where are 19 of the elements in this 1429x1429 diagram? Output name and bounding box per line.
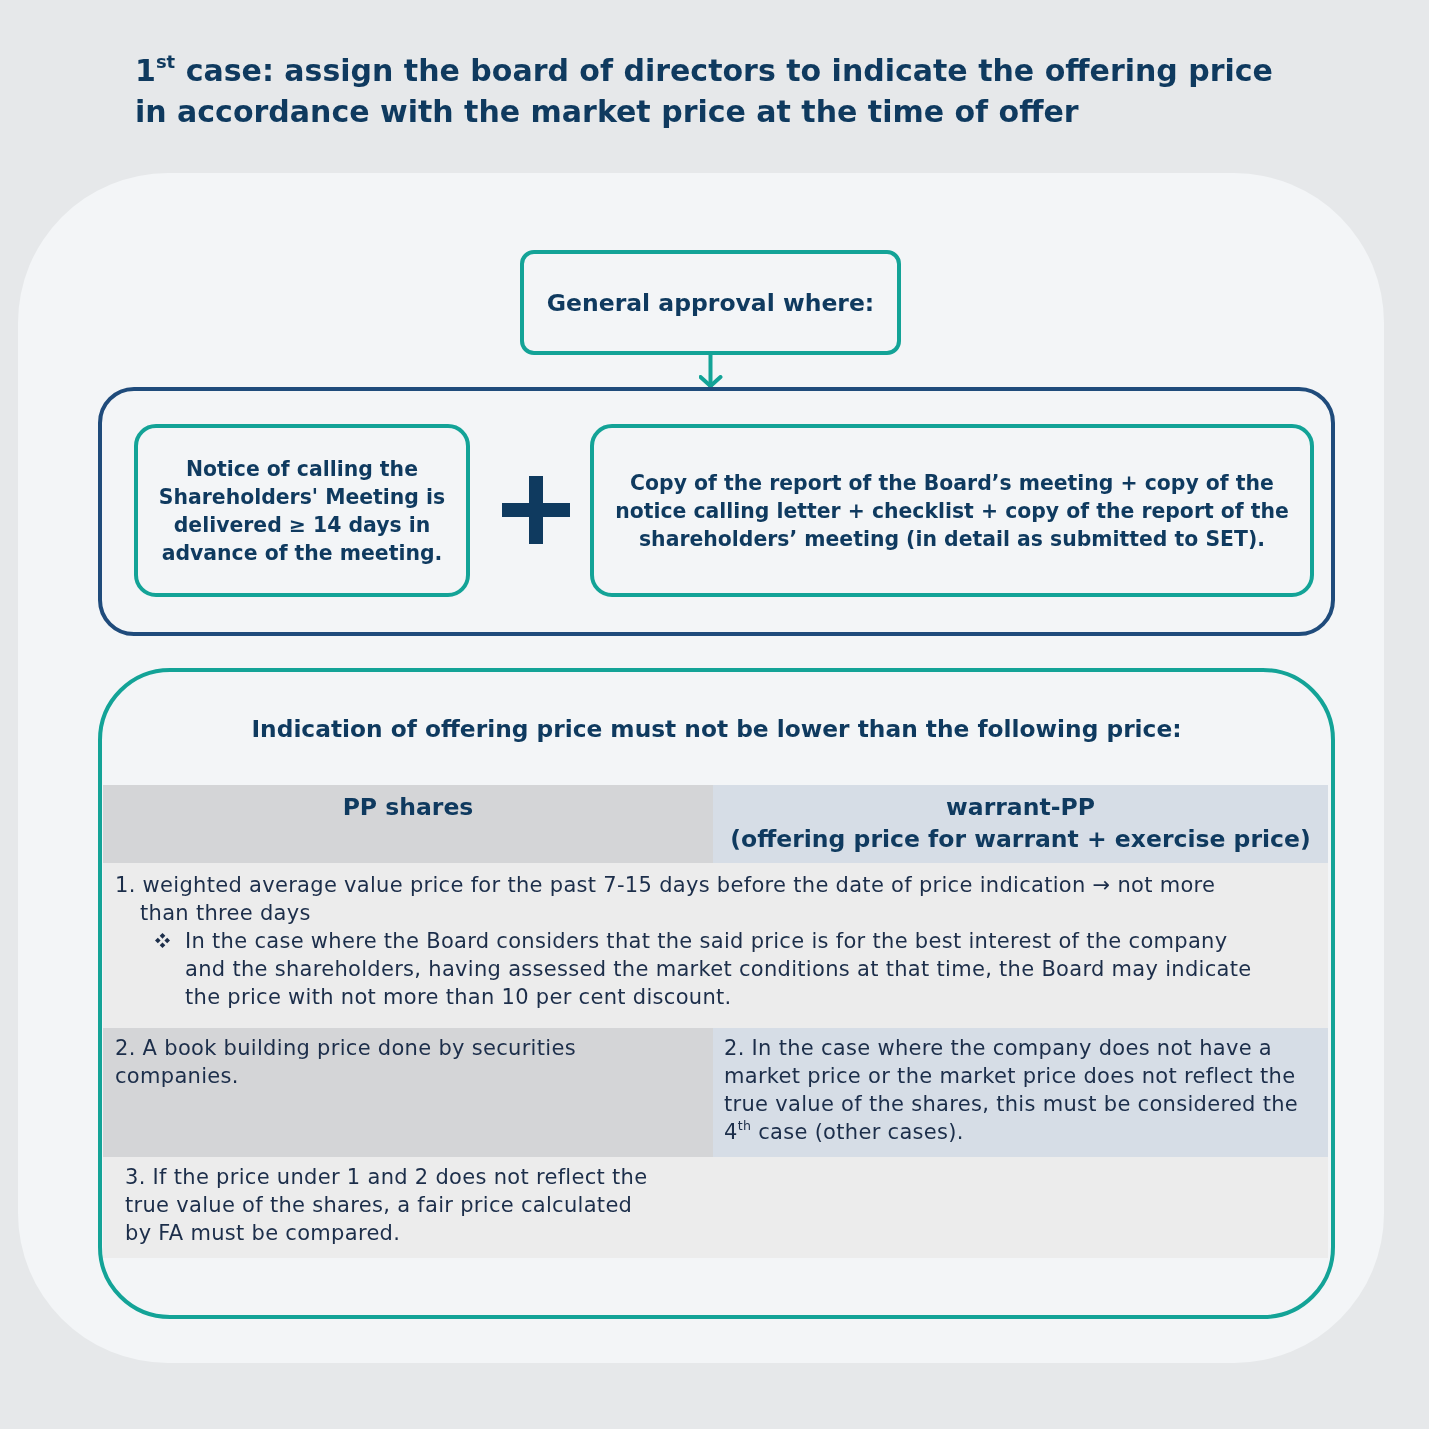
- cell-text: 2. A book building price done by securities companies.: [115, 1035, 577, 1090]
- cell-text: 2. In the case where the company does not have a market price or the market price does not reflect the true value of the shares, this must be considered the 4$^{th}$ case (other cases).: [724, 1035, 1300, 1146]
- column-heading: PP shares: [342, 792, 474, 823]
- cell-text: 1. weighted average value price for the past 7-15 days before the date of price indication → not more than three days: [115, 872, 1217, 927]
- cell-text: 3. If the price under 1 and 2 does not reflect the true value of the shares, a fair price calculated by FA must be compared.: [125, 1164, 649, 1247]
- column-heading: warrant-PP: [946, 792, 1095, 823]
- box-text: Notice of calling the Shareholders' Meeting is delivered ≥ 14 days in advance of the meeting.: [157, 455, 447, 567]
- box-text: Copy of the report of the Board’s meeting + copy of the notice calling letter + checklist + copy of the report of the shareholders’ meeting (in detail as submitted to SET).: [614, 469, 1290, 553]
- arrow: [698, 355, 723, 388]
- criteria-panel: [98, 668, 1335, 1319]
- panel-heading: Indication of offering price must not be lower than the following price:: [251, 714, 1182, 744]
- process-box: [520, 250, 901, 355]
- column-heading: (offering price for warrant + exercise price): [730, 824, 1311, 855]
- page-title: 1$^{st}$ case: assign the board of directors to indicate the offering price in accordance with the market price at the time of offer: [135, 50, 1274, 131]
- cell-text: In the case where the Board considers that the said price is for the best interest of the company and the shareholders, having assessed the market conditions at that time, the Board may indicate the price with not more than 10 per cent discount.: [185, 928, 1253, 1011]
- group-frame: [98, 387, 1335, 636]
- box-text: General approval where:: [546, 287, 875, 318]
- requirement-box: [590, 424, 1314, 597]
- requirement-box: [134, 424, 470, 597]
